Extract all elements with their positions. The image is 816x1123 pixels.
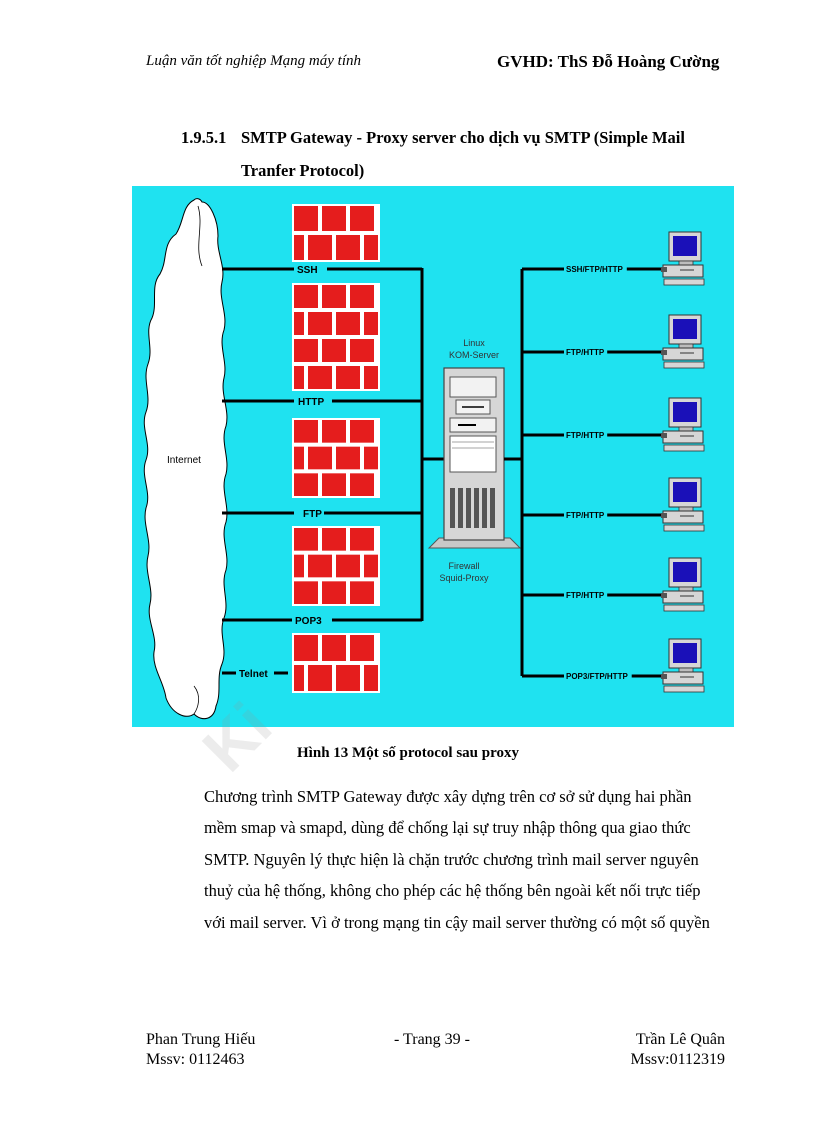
header-right: GVHD: ThS Đỗ Hoàng Cường — [497, 52, 720, 71]
client-computers: SSH/FTP/HTTP FTP/HTTP FTP/HTTP FTP/HTTP FTP/… — [522, 231, 705, 693]
firewall-wall — [292, 204, 380, 262]
firewall-walls — [292, 204, 380, 693]
client-protocol-label: POP3/FTP/HTTP — [566, 672, 628, 681]
protocol-label-http: HTTP — [298, 397, 324, 408]
client-computer: POP3/FTP/HTTP — [522, 638, 705, 693]
proxy-diagram: Internet SSH HTTP FTP POP3 Telnet Linux … — [132, 186, 734, 727]
body-line: thuỷ của hệ thống, không cho phép các hệ… — [204, 881, 701, 901]
server-icon: Linux KOM-Server Firewall Squid-Proxy — [427, 338, 522, 583]
footer-right: Trần Lê Quân Mssv:0112319 — [620, 1030, 725, 1070]
protocol-label-ssh: SSH — [297, 265, 318, 276]
body-line: với mail server. Vì ở trong mạng tin cậy… — [204, 912, 710, 932]
right-connection-lines — [504, 269, 524, 676]
body-line: Chương trình SMTP Gateway được xây dựng … — [204, 787, 692, 806]
cloud-label: Internet — [167, 455, 201, 466]
header-left: Luận văn tốt nghiệp Mạng máy tính — [146, 53, 361, 69]
body-line: SMTP. Nguyên lý thực hiện là chặn trước … — [204, 849, 699, 869]
footer-left: Phan Trung Hiếu Mssv: 0112463 — [146, 1030, 255, 1070]
client-computer: FTP/HTTP — [522, 314, 705, 369]
client-computer: FTP/HTTP — [522, 397, 705, 452]
protocol-label-ftp: FTP — [303, 509, 322, 520]
footer-left-id: Mssv: 0112463 — [146, 1051, 245, 1068]
body-paragraph: Chương trình SMTP Gateway được xây dựng … — [204, 781, 744, 938]
server-label-line3: Firewall — [448, 561, 479, 571]
left-protocol-lines — [222, 267, 444, 675]
firewall-wall — [292, 526, 380, 606]
client-computer: SSH/FTP/HTTP — [522, 231, 705, 286]
client-computer: FTP/HTTP — [522, 557, 705, 612]
client-protocol-label: SSH/FTP/HTTP — [566, 265, 624, 274]
client-protocol-label: FTP/HTTP — [566, 348, 605, 357]
footer-right-id: Mssv:0112319 — [630, 1051, 725, 1068]
figure-caption: Hình 13 Một số protocol sau proxy — [297, 745, 519, 761]
internet-cloud-icon: Internet — [143, 198, 228, 720]
section-title-line2: Tranfer Protocol) — [241, 161, 365, 180]
client-protocol-label: FTP/HTTP — [566, 511, 605, 520]
footer-page-number: - Trang 39 - — [394, 1031, 471, 1048]
footer-right-name: Trần Lê Quân — [635, 1031, 725, 1048]
body-line: mềm smap và smapd, dùng để chống lại sự … — [204, 818, 691, 838]
client-computer: FTP/HTTP — [522, 477, 705, 532]
protocol-label-telnet: Telnet — [239, 669, 268, 680]
section-number: 1.9.5.1 — [181, 128, 227, 147]
firewall-wall — [292, 633, 380, 693]
left-protocol-labels: SSH HTTP FTP POP3 Telnet — [239, 265, 324, 680]
server-label-line2: KOM-Server — [449, 350, 499, 360]
client-protocol-label: FTP/HTTP — [566, 591, 605, 600]
diagram-background — [132, 186, 734, 727]
section-title-line1: SMTP Gateway - Proxy server cho dịch vụ … — [241, 128, 685, 147]
firewall-wall — [292, 283, 380, 391]
server-label-line1: Linux — [463, 338, 485, 348]
footer-left-name: Phan Trung Hiếu — [146, 1031, 256, 1048]
section-title: 1.9.5.1 SMTP Gateway - Proxy server cho d… — [181, 121, 741, 187]
client-protocol-label: FTP/HTTP — [566, 431, 605, 440]
firewall-wall — [292, 418, 380, 498]
protocol-label-pop3: POP3 — [295, 616, 322, 627]
server-label-line4: Squid-Proxy — [439, 573, 489, 583]
